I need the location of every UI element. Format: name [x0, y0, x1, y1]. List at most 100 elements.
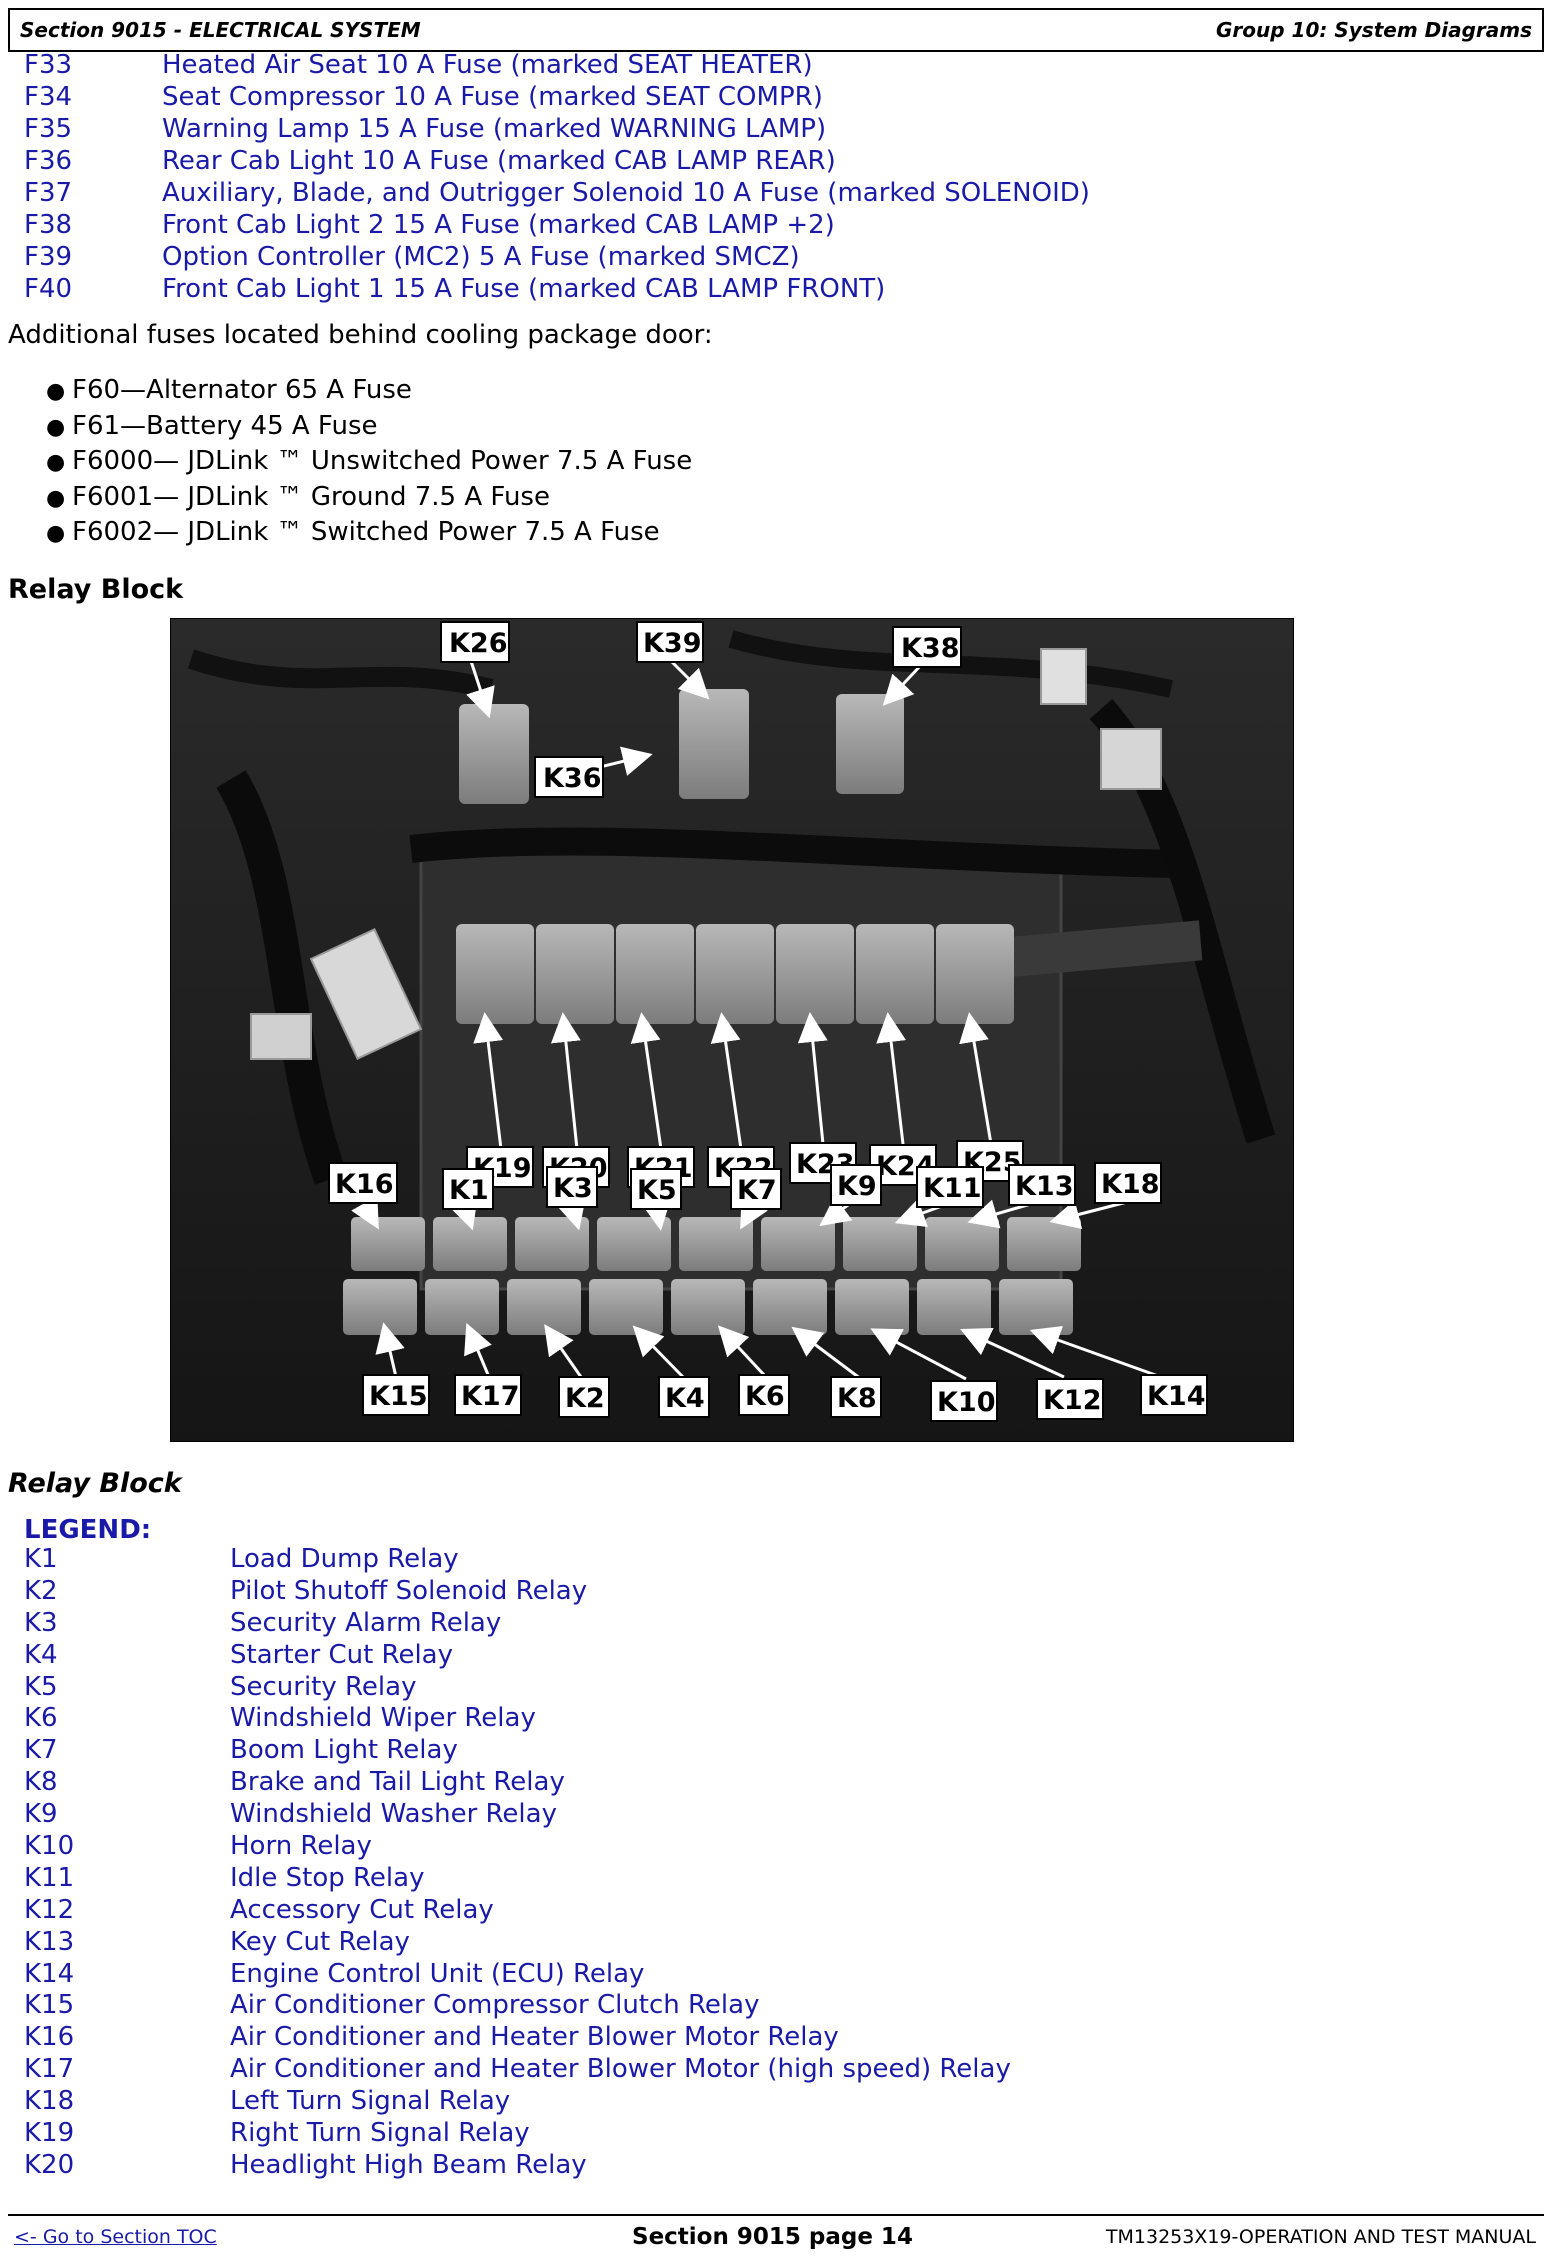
relay-k11 [843, 1217, 917, 1271]
label-k9: K9 [830, 1164, 882, 1206]
label-k7: K7 [730, 1168, 782, 1210]
label-k11: K11 [916, 1166, 984, 1208]
fuse-desc: Heated Air Seat 10 A Fuse (marked SEAT H… [162, 50, 813, 80]
connector [309, 928, 423, 1060]
svg-text:K17: K17 [461, 1381, 520, 1412]
label-k16: K16 [328, 1162, 398, 1204]
relay-desc: Starter Cut Relay [230, 1639, 453, 1670]
relay-code: K1 [24, 1544, 58, 1574]
svg-text:K7: K7 [737, 1175, 777, 1206]
fuse-code: F34 [24, 82, 73, 112]
label-k36: K36 [534, 756, 604, 798]
label-k18: K18 [1094, 1162, 1162, 1204]
relay-desc: Left Turn Signal Relay [230, 2086, 511, 2117]
label-k38: K38 [892, 626, 962, 668]
list-item: ●F6002— JDLink ™ Switched Power 7.5 A Fu… [46, 517, 660, 547]
relay-desc: Key Cut Relay [230, 1926, 410, 1957]
svg-text:K9: K9 [837, 1171, 877, 1202]
relay-code: K6 [24, 1703, 58, 1734]
relay-desc: Windshield Washer Relay [230, 1799, 557, 1830]
label-k3: K3 [546, 1166, 598, 1208]
relay-k17 [425, 1279, 499, 1335]
relay-k25 [936, 924, 1014, 1024]
relay-code: K11 [24, 1862, 75, 1893]
legend-title: LEGEND: [24, 1515, 152, 1545]
svg-text:K2: K2 [565, 1383, 605, 1414]
fuse-code: F36 [24, 146, 73, 176]
fuse-desc: Front Cab Light 1 15 A Fuse (marked CAB … [162, 274, 886, 304]
relay-k16 [351, 1217, 425, 1271]
label-k10: K10 [930, 1380, 998, 1422]
bullet-icon: ● [46, 379, 66, 404]
relay-desc: Pilot Shutoff Solenoid Relay [230, 1575, 588, 1606]
list-item: ●F6001— JDLink ™ Ground 7.5 A Fuse [46, 481, 550, 512]
relay-k8 [753, 1279, 827, 1335]
relay-desc: Air Conditioner Compressor Clutch Relay [230, 1990, 760, 2021]
relay-k38 [836, 694, 904, 794]
relay-desc: Brake and Tail Light Relay [230, 1767, 565, 1798]
label-k26: K26 [440, 621, 510, 663]
section-toc-link[interactable]: <- Go to Section TOC [14, 2226, 217, 2248]
relay-code: K7 [24, 1735, 58, 1766]
page-header: Section 9015 - ELECTRICAL SYSTEM Group 1… [8, 8, 1544, 52]
svg-text:K6: K6 [745, 1381, 785, 1412]
bullet-icon: ● [46, 450, 66, 475]
svg-text:K13: K13 [1015, 1171, 1074, 1202]
relay-block-photo: K26 K39 K38 K36 K19 K20 K21 K22 K23 K24 … [170, 618, 1294, 1442]
svg-text:K11: K11 [923, 1173, 982, 1204]
fuse-desc: Front Cab Light 2 15 A Fuse (marked CAB … [162, 210, 835, 240]
relay-block-figure: K26 K39 K38 K36 K19 K20 K21 K22 K23 K24 … [171, 619, 1293, 1441]
relay-code: K19 [24, 2118, 75, 2149]
fuse-desc: Option Controller (MC2) 5 A Fuse (marked… [162, 242, 800, 272]
figure-caption: Relay Block [8, 1468, 182, 1499]
label-k12: K12 [1036, 1378, 1104, 1420]
relay-k22 [696, 924, 774, 1024]
relay-code: K13 [24, 1926, 75, 1957]
relay-k39 [679, 689, 749, 799]
svg-text:K18: K18 [1101, 1169, 1160, 1200]
svg-text:K1: K1 [449, 1175, 489, 1206]
relay-desc: Right Turn Signal Relay [230, 2118, 530, 2149]
relay-k21 [616, 924, 694, 1024]
list-item: ●F60—Alternator 65 A Fuse [46, 375, 412, 405]
svg-text:K8: K8 [837, 1383, 877, 1414]
relay-code: K9 [24, 1799, 58, 1830]
label-k15: K15 [362, 1374, 430, 1416]
connector [1040, 648, 1087, 705]
relay-k19 [456, 924, 534, 1024]
relay-desc: Boom Light Relay [230, 1735, 458, 1766]
relay-code: K5 [24, 1671, 58, 1702]
label-k4: K4 [658, 1376, 710, 1418]
section-title: Section 9015 - ELECTRICAL SYSTEM [20, 18, 421, 42]
svg-text:K36: K36 [543, 763, 602, 794]
label-k39: K39 [636, 621, 704, 663]
legend-row: K7 Boom Light Relay [24, 1735, 1011, 1767]
svg-text:K12: K12 [1043, 1385, 1102, 1416]
svg-text:K14: K14 [1147, 1381, 1206, 1412]
page-number: Section 9015 page 14 [632, 2224, 913, 2250]
relay-desc: Engine Control Unit (ECU) Relay [230, 1958, 645, 1989]
relay-code: K17 [24, 2054, 75, 2085]
additional-fuses-intro: Additional fuses located behind cooling … [8, 320, 713, 350]
relay-k9 [761, 1217, 835, 1271]
relay-k20 [536, 924, 614, 1024]
label-k13: K13 [1008, 1164, 1076, 1206]
fuse-desc: Rear Cab Light 10 A Fuse (marked CAB LAM… [162, 146, 836, 176]
relay-k2 [507, 1279, 581, 1335]
relay-k12 [917, 1279, 991, 1335]
fuse-code: F40 [24, 274, 73, 304]
svg-text:K39: K39 [643, 628, 702, 659]
fuse-desc: Seat Compressor 10 A Fuse (marked SEAT C… [162, 82, 823, 112]
